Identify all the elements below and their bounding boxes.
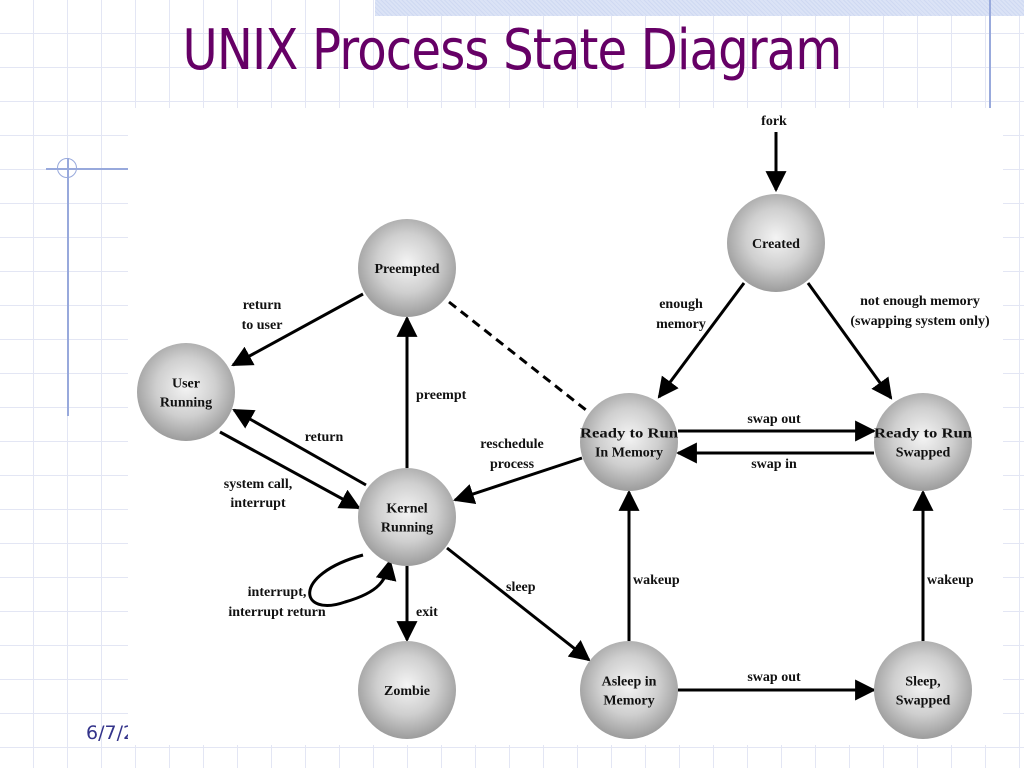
state-label: Asleep in xyxy=(602,675,657,690)
transition-label: sleep xyxy=(506,580,536,595)
transition-label: wakeup xyxy=(633,573,680,588)
state-label: Ready to Run xyxy=(874,427,972,442)
state-node-created: Created xyxy=(727,194,825,292)
edge-labels-layer: fork enough memory not enough memory (swappi… xyxy=(224,114,990,685)
decorative-horizontal-line-left xyxy=(46,168,130,170)
state-node-zombie: Zombie xyxy=(358,641,456,739)
transition-label: preempt xyxy=(416,388,467,403)
transition-arrow-kernel-running-to-kernel-running xyxy=(308,553,397,607)
transition-label: exit xyxy=(416,605,438,620)
transition-label: return xyxy=(305,430,344,445)
state-label: User xyxy=(172,377,200,392)
state-circle xyxy=(727,194,825,292)
state-label: Memory xyxy=(603,694,654,709)
transition-label: enough xyxy=(659,297,703,312)
state-label: In Memory xyxy=(595,446,663,461)
state-circle xyxy=(137,343,235,441)
decorative-vertical-line-left xyxy=(67,158,69,416)
diagram-canvas: CreatedPreemptedUserRunningKernelRunning… xyxy=(137,114,990,739)
state-label: Running xyxy=(381,521,433,536)
transition-label: memory xyxy=(656,317,706,332)
transition-label: interrupt return xyxy=(228,605,326,620)
edges-layer xyxy=(219,132,934,701)
transition-arrow-created-to-ready-in-memory xyxy=(657,282,746,399)
state-label: Kernel xyxy=(386,502,427,517)
transition-label: interrupt, xyxy=(248,585,307,600)
title-decoration-band xyxy=(375,0,1024,16)
state-circle xyxy=(580,641,678,739)
transition-arrow-user-running-to-kernel-running xyxy=(219,430,361,510)
state-label: Preempted xyxy=(374,262,439,277)
state-node-ready-in-memory: Ready to Run In Memory xyxy=(580,393,678,491)
state-node-asleep-in-memory: Asleep in Memory xyxy=(580,641,678,739)
decorative-vertical-line-right xyxy=(989,0,991,110)
transition-label: process xyxy=(490,457,535,472)
transition-label: swap out xyxy=(747,670,801,685)
state-label: Sleep, xyxy=(905,675,940,690)
transition-arrow-created-to-ready-swapped xyxy=(806,282,893,400)
transition-arrow-kernel-running-to-user-running xyxy=(232,408,367,487)
transition-label: return xyxy=(243,298,282,313)
state-label: Running xyxy=(160,396,212,411)
state-label: Zombie xyxy=(384,684,430,699)
state-circle xyxy=(358,641,456,739)
transition-label: wakeup xyxy=(927,573,974,588)
slide-date: 6/7/2 xyxy=(86,722,136,744)
state-circle xyxy=(874,641,972,739)
transition-arrow-preempted-to-ready-in-memory xyxy=(448,300,587,412)
transition-arrow-ready-in-memory-to-kernel-running xyxy=(453,456,583,505)
transition-label: swap out xyxy=(747,412,801,427)
state-label: Swapped xyxy=(896,446,951,461)
state-circle xyxy=(580,393,678,491)
transition-label: swap in xyxy=(751,457,797,472)
transition-label: not enough memory xyxy=(860,294,980,309)
transition-arrow-preempted-to-user-running xyxy=(231,292,364,367)
decorative-circle-icon xyxy=(57,158,77,178)
transition-label: (swapping system only) xyxy=(850,314,990,329)
state-circle xyxy=(358,219,456,317)
nodes-layer: CreatedPreemptedUserRunningKernelRunning… xyxy=(137,194,972,739)
state-label: Ready to Run xyxy=(580,427,678,442)
state-label: Created xyxy=(752,237,800,252)
transition-label: to user xyxy=(242,318,283,333)
state-node-sleep-swapped: Sleep, Swapped xyxy=(874,641,972,739)
transition-arrow-kernel-running-to-asleep-in-memory xyxy=(446,546,591,662)
transition-label: reschedule xyxy=(480,437,544,452)
transition-label: fork xyxy=(761,114,787,129)
state-label: Swapped xyxy=(896,694,951,709)
state-circle xyxy=(874,393,972,491)
state-circle xyxy=(358,468,456,566)
transition-label: system call, xyxy=(224,477,292,492)
transition-label: interrupt xyxy=(230,496,286,511)
state-node-preempted: Preempted xyxy=(358,219,456,317)
slide-title: UNIX Process State Diagram xyxy=(182,18,842,83)
